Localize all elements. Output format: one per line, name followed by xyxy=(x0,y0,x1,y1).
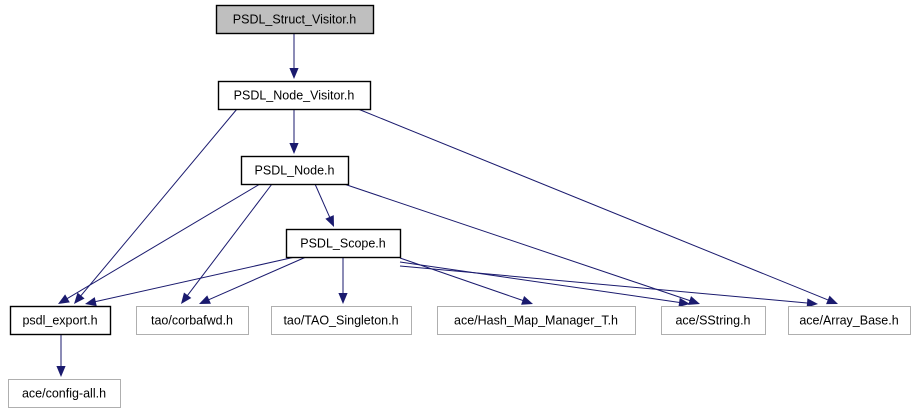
graph-edge xyxy=(399,265,818,308)
node-label: ace/config-all.h xyxy=(22,386,106,400)
node-box[interactable] xyxy=(9,305,112,336)
edge-arrowhead xyxy=(74,292,85,304)
edge-arrowhead xyxy=(688,296,700,305)
node-box[interactable] xyxy=(136,306,249,335)
node-label: PSDL_Node.h xyxy=(255,163,335,177)
edge-arrowhead xyxy=(199,295,211,304)
node-label: ace/SString.h xyxy=(675,313,750,327)
edge-arrowhead xyxy=(521,296,533,305)
graph-node-psdl_node[interactable]: PSDL_Node.h xyxy=(240,155,350,186)
node-label: psdl_export.h xyxy=(22,313,97,327)
node-label: PSDL_Scope.h xyxy=(300,236,386,250)
edge-arrowhead xyxy=(56,366,66,377)
edge-line xyxy=(357,108,830,301)
graph-node-tao_corbafwd[interactable]: tao/corbafwd.h xyxy=(136,306,249,335)
graph-node-psdl_export[interactable]: psdl_export.h xyxy=(9,305,112,336)
graph-node-ace_sstring[interactable]: ace/SString.h xyxy=(661,306,766,335)
edge-arrowhead xyxy=(826,295,838,305)
node-label: ace/Array_Base.h xyxy=(799,313,898,327)
node-box[interactable] xyxy=(285,228,402,259)
node-label: ace/Hash_Map_Manager_T.h xyxy=(454,313,618,327)
node-box[interactable] xyxy=(271,306,412,335)
graph-node-psdl_struct_visitor[interactable]: PSDL_Struct_Visitor.h xyxy=(215,4,375,35)
graph-edge xyxy=(56,334,66,377)
graph-node-psdl_node_visitor[interactable]: PSDL_Node_Visitor.h xyxy=(217,80,372,111)
graph-edge xyxy=(74,108,238,304)
graph-node-tao_singleton[interactable]: tao/TAO_Singleton.h xyxy=(271,306,412,335)
node-box[interactable] xyxy=(8,379,121,408)
graph-edge xyxy=(343,183,700,305)
node-label: PSDL_Node_Visitor.h xyxy=(234,88,355,102)
graph-node-ace_hash_map[interactable]: ace/Hash_Map_Manager_T.h xyxy=(437,306,636,335)
edge-line xyxy=(207,256,307,301)
edge-arrowhead xyxy=(85,297,97,307)
graph-edge xyxy=(289,109,299,154)
edge-line xyxy=(314,183,331,219)
graph-edges xyxy=(56,33,838,377)
graph-node-ace_array_base[interactable]: ace/Array_Base.h xyxy=(788,306,911,335)
edge-arrowhead xyxy=(338,293,348,304)
graph-edge xyxy=(199,256,307,304)
graph-edge xyxy=(399,261,690,307)
graph-nodes: PSDL_Struct_Visitor.hPSDL_Node_Visitor.h… xyxy=(8,4,911,408)
edge-arrowhead xyxy=(325,215,334,227)
edge-arrowhead xyxy=(678,297,690,307)
node-label: tao/corbafwd.h xyxy=(151,313,233,327)
node-label: tao/TAO_Singleton.h xyxy=(283,313,398,327)
edge-line xyxy=(399,261,681,304)
graph-edge xyxy=(314,183,334,227)
graph-edge xyxy=(338,257,348,304)
edge-arrowhead xyxy=(289,143,299,154)
graph-edge xyxy=(357,108,838,305)
edge-line xyxy=(65,183,261,300)
graph-edge xyxy=(58,183,261,304)
edge-line xyxy=(399,265,809,304)
graph-edge xyxy=(85,256,296,307)
graph-node-psdl_scope[interactable]: PSDL_Scope.h xyxy=(285,228,402,259)
graph-edge xyxy=(181,183,273,304)
node-box[interactable] xyxy=(240,155,350,186)
edge-line xyxy=(79,108,238,298)
edge-arrowhead xyxy=(181,292,192,304)
node-box[interactable] xyxy=(437,306,636,335)
node-label: PSDL_Struct_Visitor.h xyxy=(233,12,356,26)
edge-arrowhead xyxy=(58,294,70,304)
node-box[interactable] xyxy=(788,306,911,335)
node-box[interactable] xyxy=(217,80,372,111)
edge-line xyxy=(94,256,296,303)
node-box[interactable] xyxy=(215,4,375,35)
node-box[interactable] xyxy=(661,306,766,335)
graph-edge xyxy=(289,33,299,79)
edge-arrowhead xyxy=(806,298,818,308)
graph-node-ace_config_all[interactable]: ace/config-all.h xyxy=(8,379,121,408)
edge-line xyxy=(343,183,692,302)
edge-line xyxy=(186,183,273,297)
edge-arrowhead xyxy=(289,68,299,79)
